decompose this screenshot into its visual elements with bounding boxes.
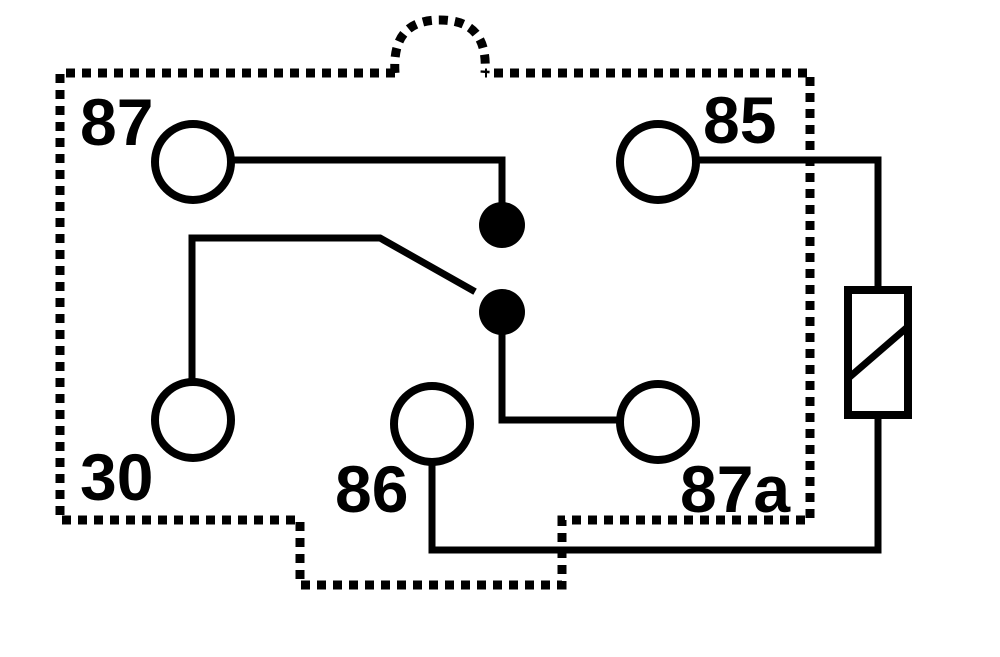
contact-87a xyxy=(479,289,525,335)
wire-coil-to-86 xyxy=(428,411,882,554)
housing-notch-arc xyxy=(390,15,490,74)
label-30: 30 xyxy=(80,440,153,514)
terminal-30 xyxy=(151,378,235,462)
wire-87-to-contact xyxy=(228,156,506,209)
terminal-86 xyxy=(390,382,474,466)
coil-winding-mark xyxy=(847,325,909,380)
terminal-87 xyxy=(151,120,235,204)
contact-87 xyxy=(479,202,525,248)
label-85: 85 xyxy=(703,83,776,157)
terminal-85 xyxy=(616,120,700,204)
wire-85-to-coil xyxy=(694,156,882,294)
label-87a: 87a xyxy=(680,452,791,526)
wire-contact-to-87a xyxy=(498,326,622,424)
wire-30-to-switch xyxy=(188,234,477,387)
label-87: 87 xyxy=(80,85,153,159)
terminal-87a xyxy=(616,380,700,464)
relay-coil xyxy=(844,286,912,419)
label-86: 86 xyxy=(335,452,408,526)
relay-housing-outline xyxy=(55,68,815,590)
